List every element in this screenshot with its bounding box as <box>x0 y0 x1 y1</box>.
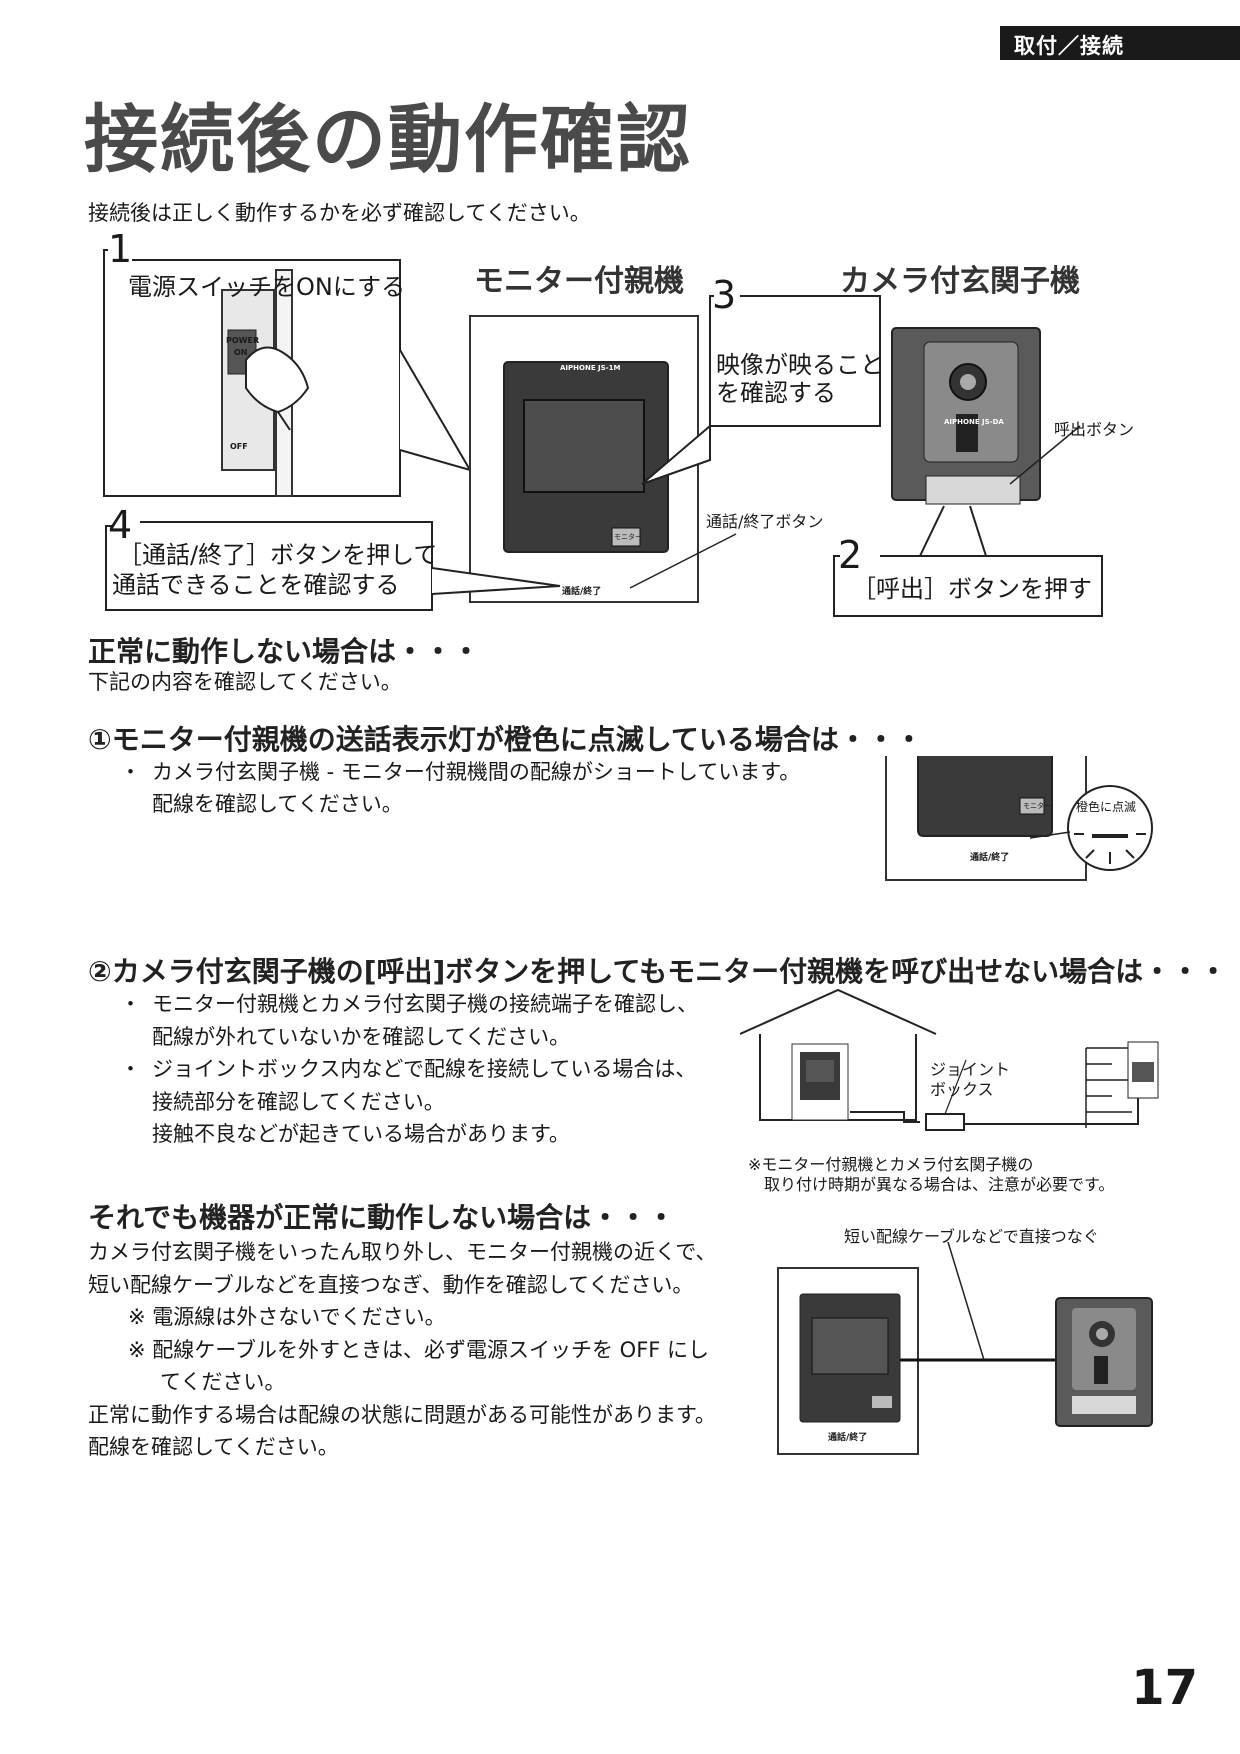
step-4-line-1: ［通話/終了］ボタンを押して <box>118 541 438 569</box>
case2-note-2: 取り付け時期が異なる場合は、注意が必要です。 <box>764 1175 1115 1194</box>
step-2-text: ［呼出］ボタンを押す <box>852 575 1092 603</box>
case1-bullet: カメラ付玄関子機 - モニター付親機間の配線がショートしています。 <box>120 756 800 789</box>
case2-diagram: ジョイント ボックス ※モニター付親機とカメラ付玄関子機の 取り付け時期が異なる… <box>739 988 1160 1194</box>
case1-diagram: モニター 橙色に点滅 通話/終了 <box>880 756 1160 886</box>
step-3-line-1: 映像が映ること <box>716 351 884 379</box>
camera-title: カメラ付玄関子機 <box>840 264 1080 299</box>
case1-talk-key: 通話/終了 <box>970 853 1010 863</box>
step-4-number: 4 <box>108 503 133 547</box>
case3-diagram: 短い配線ケーブルなどで直接つなぐ 通話/終了 <box>772 1226 1162 1458</box>
case2-bullet-1: モニター付親機とカメラ付玄関子機の接続端子を確認し、 配線が外れていないかを確認… <box>120 988 698 1053</box>
setup-diagram-art <box>103 249 1103 617</box>
step-1-number: 1 <box>108 227 133 271</box>
power-label: POWER <box>226 336 260 345</box>
case2-diagram-art <box>739 988 1159 1131</box>
case3-heading: それでも機器が正常に動作しない場合は・・・ <box>88 1201 676 1234</box>
trouble-subtext: 下記の内容を確認してください。 <box>88 670 402 694</box>
intro-text: 接続後は正しく動作するかを必ず確認してください。 <box>88 201 591 225</box>
trouble-heading: 正常に動作しない場合は・・・ <box>88 635 481 668</box>
case2-bullets: モニター付親機とカメラ付玄関子機の接続端子を確認し、 配線が外れていないかを確認… <box>120 988 698 1151</box>
on-label: ON <box>234 348 248 357</box>
junction-label-1: ジョイント <box>930 1060 1011 1079</box>
case2-heading: ②カメラ付玄関子機の[呼出]ボタンを押してもモニター付親機を呼び出せない場合は・… <box>88 955 1228 988</box>
setup-diagram: 1 電源スイッチをONにする POWER ON OFF モニター付親機 カメラ付… <box>0 230 1240 630</box>
call-button-callout: 呼出ボタン <box>1054 420 1135 439</box>
talk-key-label: 通話/終了 <box>562 587 602 597</box>
page-title: 接続後の動作確認 <box>84 97 692 183</box>
case1-diagram-art <box>885 756 1153 881</box>
step-1-text: 電源スイッチをONにする <box>128 273 406 301</box>
case3-talk-key: 通話/終了 <box>828 1433 868 1443</box>
case3-diagram-label: 短い配線ケーブルなどで直接つなぐ <box>844 1227 1099 1246</box>
case3-body: カメラ付玄関子機をいったん取り外し、モニター付親機の近くで、 短い配線ケーブルな… <box>88 1240 717 1460</box>
step-2-number: 2 <box>838 533 863 577</box>
case2-note-1: ※モニター付親機とカメラ付玄関子機の <box>748 1155 1034 1174</box>
monitor-brand: AIPHONE JS-1M <box>560 364 621 372</box>
blink-label: 橙色に点滅 <box>1076 800 1137 814</box>
off-label: OFF <box>230 442 248 451</box>
monitor-title: モニター付親機 <box>474 264 684 299</box>
junction-label-2: ボックス <box>930 1080 994 1099</box>
talk-end-button-callout: 通話/終了ボタン <box>706 512 824 531</box>
step-3-number: 3 <box>712 273 737 317</box>
case2-bullet-2: ジョイントボックス内などで配線を接続している場合は、 接続部分を確認してください… <box>120 1053 698 1151</box>
page-number: 17 <box>1131 1660 1198 1716</box>
case3-diagram-art <box>777 1241 1153 1455</box>
case1-bullets: カメラ付玄関子機 - モニター付親機間の配線がショートしています。 <box>120 756 800 789</box>
monitor-key-label: モニター <box>614 533 642 541</box>
case1-sub: 配線を確認してください。 <box>152 792 403 816</box>
case1-monitor-key: モニター <box>1023 802 1051 810</box>
section-tag: 取付／接続 <box>1000 26 1240 60</box>
step-4-line-2: 通話できることを確認する <box>112 571 400 599</box>
case1-heading: ①モニター付親機の送話表示灯が橙色に点滅している場合は・・・ <box>88 723 923 756</box>
camera-brand: AIPHONE JS-DA <box>944 418 1004 426</box>
step-3-line-2: を確認する <box>716 379 836 407</box>
